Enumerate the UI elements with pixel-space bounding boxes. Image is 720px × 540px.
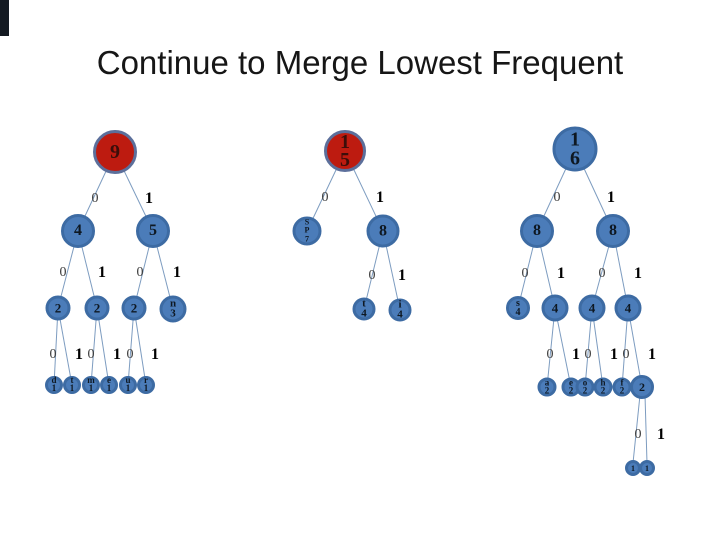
t3-leaf-x2-node: 1 bbox=[639, 460, 655, 476]
t3-internal-4c-node: 4 bbox=[614, 294, 642, 322]
t3-internal-4b-node: 4 bbox=[578, 294, 606, 322]
edge-label-0: 0 bbox=[634, 427, 642, 442]
edge-label-1: 1 bbox=[607, 189, 615, 206]
edge-label-0: 0 bbox=[49, 347, 57, 362]
t1-leaf-n-node: n 3 bbox=[159, 295, 187, 323]
edge-label-1: 1 bbox=[657, 426, 665, 443]
t1-internal-2b-node: 2 bbox=[84, 295, 110, 321]
t3-leaf-s-node: s 4 bbox=[506, 296, 530, 320]
edge-label-1: 1 bbox=[557, 265, 565, 282]
edge-label-0: 0 bbox=[136, 265, 144, 280]
edge-label-1: 1 bbox=[145, 190, 153, 207]
t1-leaf-m-node: m 1 bbox=[82, 376, 100, 394]
edge-label-1: 1 bbox=[634, 265, 642, 282]
t1-leaf-u-node: u 1 bbox=[119, 376, 137, 394]
edge-label-0: 0 bbox=[321, 190, 329, 205]
edge-label-0: 0 bbox=[126, 347, 134, 362]
edge-label-1: 1 bbox=[648, 346, 656, 363]
t2-leaf-space-node: S P 7 bbox=[292, 216, 322, 246]
t2-root-node: 1 5 bbox=[324, 130, 366, 172]
edge-label-0: 0 bbox=[584, 347, 592, 362]
t1-internal-4-node: 4 bbox=[61, 214, 95, 248]
edge-label-0: 0 bbox=[91, 191, 99, 206]
t1-leaf-r-node: r 1 bbox=[137, 376, 155, 394]
t1-internal-5-node: 5 bbox=[136, 214, 170, 248]
t1-internal-2a-node: 2 bbox=[45, 295, 71, 321]
t1-leaf-d-node: d 1 bbox=[45, 376, 63, 394]
t3-internal-2-node: 2 bbox=[630, 375, 654, 399]
edge-label-1: 1 bbox=[151, 346, 159, 363]
edge-label-1: 1 bbox=[113, 346, 121, 363]
t1-leaf-t-node: t 1 bbox=[63, 376, 81, 394]
edge-label-0: 0 bbox=[521, 266, 529, 281]
t3-internal-8l-node: 8 bbox=[520, 214, 554, 248]
t1-root-node: 9 bbox=[93, 130, 137, 174]
edge-label-0: 0 bbox=[598, 266, 606, 281]
t1-leaf-e-node: e 1 bbox=[100, 376, 118, 394]
t2-internal-8-node: 8 bbox=[366, 214, 400, 248]
edge-label-1: 1 bbox=[75, 346, 83, 363]
t2-leaf-i-node: i 4 bbox=[388, 298, 412, 322]
t3-leaf-f-node: f 2 bbox=[612, 377, 632, 397]
t2-leaf-t-node: t 4 bbox=[352, 297, 376, 321]
edge-label-0: 0 bbox=[87, 347, 95, 362]
edge-label-1: 1 bbox=[610, 346, 618, 363]
t1-internal-2c-node: 2 bbox=[121, 295, 147, 321]
slide-edge-mark bbox=[0, 0, 9, 36]
edge-label-1: 1 bbox=[572, 346, 580, 363]
edge-label-0: 0 bbox=[622, 347, 630, 362]
edge-label-1: 1 bbox=[98, 264, 106, 281]
edge-label-1: 1 bbox=[376, 189, 384, 206]
t3-root-node: 1 6 bbox=[552, 126, 598, 172]
t3-internal-4a-node: 4 bbox=[541, 294, 569, 322]
t3-leaf-a-node: a 2 bbox=[537, 377, 557, 397]
slide-title: Continue to Merge Lowest Frequent bbox=[96, 44, 624, 81]
edge-label-0: 0 bbox=[553, 190, 561, 205]
edge-label-0: 0 bbox=[59, 265, 67, 280]
edge-label-0: 0 bbox=[546, 347, 554, 362]
edge-label-0: 0 bbox=[368, 268, 376, 283]
t3-leaf-h-node: h 2 bbox=[593, 377, 613, 397]
edge-label-1: 1 bbox=[173, 264, 181, 281]
t3-internal-8r-node: 8 bbox=[596, 214, 630, 248]
t3-leaf-o-node: o 2 bbox=[575, 377, 595, 397]
edge-label-1: 1 bbox=[398, 267, 406, 284]
